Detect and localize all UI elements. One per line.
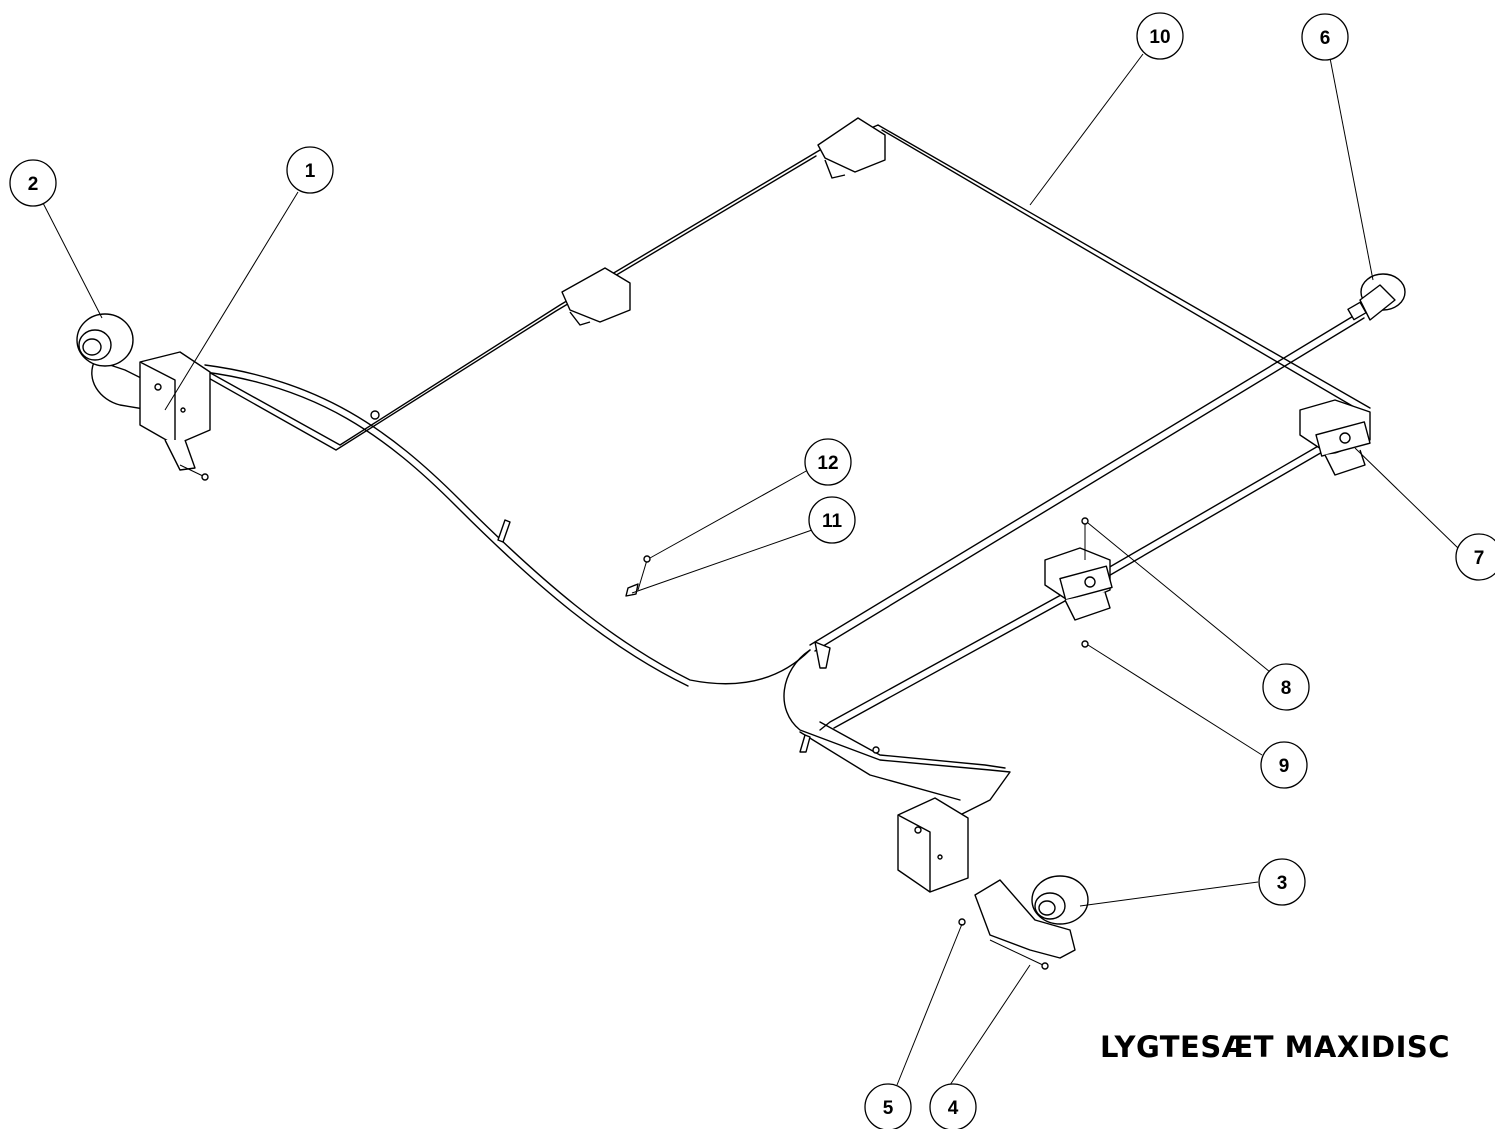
callout-6-label: 6: [1320, 28, 1331, 49]
screw-and-clip: [625, 555, 651, 597]
callout-2-label: 2: [28, 174, 39, 195]
roof-clip-rear: [817, 117, 886, 179]
callout-1: 1: [286, 146, 334, 194]
callout-9: 9: [1260, 741, 1308, 789]
callout-6: 6: [1301, 13, 1349, 61]
round-lamp-right-rear: [1347, 273, 1406, 321]
callout-5: 5: [864, 1083, 912, 1129]
callout-3-label: 3: [1277, 873, 1288, 894]
callout-10: 10: [1136, 12, 1184, 60]
callout-11-label: 11: [822, 511, 843, 532]
callout-7: 7: [1455, 533, 1495, 581]
bolt-and-nut-front: [958, 918, 1049, 970]
drawing-title: LYGTESÆT MAXIDISC: [1100, 1030, 1451, 1064]
callout-5-label: 5: [883, 1098, 894, 1119]
wire-harness: [204, 124, 1371, 816]
rear-lamp-right: [1299, 399, 1371, 476]
roof-clip-front: [561, 267, 631, 326]
callout-10-label: 10: [1149, 27, 1170, 48]
callout-4: 4: [929, 1083, 977, 1129]
callout-8-label: 8: [1281, 678, 1292, 699]
callout-9-label: 9: [1279, 756, 1290, 777]
callout-4-label: 4: [948, 1098, 959, 1119]
round-lamp-front: [974, 875, 1089, 959]
rear-lamp-left: [139, 351, 211, 481]
leader-lines: [42, 53, 1459, 1086]
callout-2: 2: [9, 159, 57, 207]
callout-3: 3: [1258, 858, 1306, 906]
side-marker-lamp: [1044, 517, 1113, 648]
round-lamp-left: [76, 313, 156, 411]
cable-ties: [370, 410, 880, 754]
rear-lamp-front: [897, 797, 969, 893]
callout-12: 12: [804, 438, 852, 486]
callout-11: 11: [808, 496, 856, 544]
callout-1-label: 1: [305, 161, 316, 182]
callout-12-label: 12: [817, 453, 838, 474]
callout-8: 8: [1262, 663, 1310, 711]
callout-7-label: 7: [1474, 548, 1485, 569]
